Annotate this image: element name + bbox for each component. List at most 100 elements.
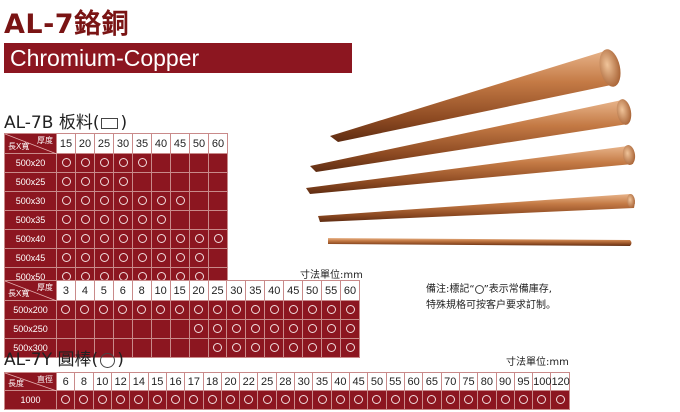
table-cell	[170, 248, 190, 268]
table-row: 500x200	[4, 300, 360, 320]
stock-circle-icon	[80, 158, 90, 168]
column-header: 75	[458, 372, 479, 391]
column-header: 60	[208, 133, 228, 154]
table-cell	[283, 300, 304, 320]
table-cell	[189, 248, 209, 268]
table-cell	[131, 300, 152, 320]
table-cell	[188, 300, 209, 320]
stock-circle-icon	[99, 158, 109, 168]
table-cell	[132, 229, 152, 249]
stock-circle-icon	[80, 234, 90, 244]
column-header: 90	[495, 372, 515, 391]
table-cell	[189, 210, 209, 230]
column-header: 45	[348, 372, 369, 391]
column-header: 15	[56, 133, 76, 154]
table-cell	[208, 229, 228, 249]
table-cell	[75, 172, 95, 192]
column-header: 20	[220, 372, 241, 391]
stock-circle-icon	[445, 395, 455, 405]
table-cell	[55, 390, 76, 410]
table-cell	[208, 191, 228, 211]
column-header: 35	[312, 372, 332, 391]
stock-circle-icon	[137, 158, 147, 168]
stock-circle-icon	[464, 395, 474, 405]
stock-circle-icon	[116, 395, 126, 405]
column-header: 95	[513, 372, 534, 391]
stock-circle-icon	[156, 234, 166, 244]
stock-circle-icon	[80, 215, 90, 225]
row-label: 500x40	[4, 229, 57, 249]
corner-top-label: 厚度	[37, 283, 53, 292]
corner-bottom-label: 長X寬	[8, 289, 30, 298]
row-label: 500x35	[4, 210, 57, 230]
note-line-1: 備注:標記“”表示常備庫存,	[426, 282, 556, 298]
table-cell	[208, 153, 228, 173]
column-header: 30	[294, 372, 314, 391]
table-row: 500x250	[4, 319, 360, 339]
stock-circle-icon	[299, 395, 309, 405]
column-header: 20	[188, 280, 209, 301]
stock-circle-icon	[134, 395, 144, 405]
table-cell	[207, 338, 228, 358]
stock-circle-icon	[288, 305, 298, 315]
table-cell	[340, 338, 360, 358]
plate-unit-note: 寸法單位:mm	[300, 270, 363, 281]
table-cell	[56, 229, 76, 249]
table-cell	[113, 229, 133, 249]
stock-circle-icon	[99, 305, 109, 315]
stock-circle-icon	[99, 234, 109, 244]
column-header: 25	[207, 280, 228, 301]
column-header: 120	[550, 372, 570, 391]
column-header: 4	[74, 280, 95, 301]
stock-circle-icon	[244, 395, 254, 405]
stock-circle-icon	[152, 395, 162, 405]
stock-circle-icon	[99, 253, 109, 263]
table-cell	[340, 300, 360, 320]
note-line-1-suffix: ”表示常備庫存,	[483, 284, 552, 295]
copper-rods-illustration	[306, 49, 636, 246]
stock-circle-icon	[427, 395, 437, 405]
table-cell	[458, 390, 479, 410]
column-header: 17	[184, 372, 204, 391]
stock-circle-icon	[307, 305, 317, 315]
column-header: 60	[340, 280, 360, 301]
rod-title-prefix: AL-7Y 圓棒(	[4, 350, 99, 370]
stock-circle-icon	[345, 305, 355, 315]
stock-circle-icon	[345, 343, 355, 353]
table-cell	[330, 390, 351, 410]
table-row: 500x30	[4, 191, 228, 211]
rod-section-title: AL-7Y 圓棒()	[4, 345, 124, 370]
stock-circle-icon	[269, 305, 279, 315]
column-header: 55	[385, 372, 405, 391]
stock-circle-icon	[288, 343, 298, 353]
stock-circle-icon	[79, 395, 89, 405]
table-cell	[113, 153, 133, 173]
table-cell	[56, 191, 76, 211]
table-cell	[245, 300, 266, 320]
table-cell	[151, 153, 171, 173]
row-label: 500x300	[4, 338, 57, 358]
table-cell	[283, 338, 304, 358]
rod-title-suffix: )	[117, 350, 124, 370]
stock-circle-icon	[61, 253, 71, 263]
stock-circle-icon	[482, 395, 492, 405]
page-title: AL-7鉻銅	[4, 9, 130, 40]
table-cell	[75, 153, 95, 173]
stock-circle-icon	[156, 215, 166, 225]
plate-section-title: AL-7B 板料()	[4, 108, 127, 133]
stock-circle-icon	[194, 305, 204, 315]
column-header: 50	[367, 372, 387, 391]
column-header: 30	[113, 133, 133, 154]
table-cell	[422, 390, 442, 410]
table-cell	[532, 390, 552, 410]
column-header: 22	[239, 372, 259, 391]
table-cell	[188, 338, 209, 358]
table-cell	[113, 172, 133, 192]
table-cell	[239, 390, 259, 410]
table-cell	[321, 300, 342, 320]
table-cell	[113, 191, 133, 211]
table-row: 500x300	[4, 338, 360, 358]
table-cell	[189, 153, 209, 173]
table-corner-cell: 厚度長X寬	[4, 133, 57, 154]
stock-circle-icon	[61, 177, 71, 187]
